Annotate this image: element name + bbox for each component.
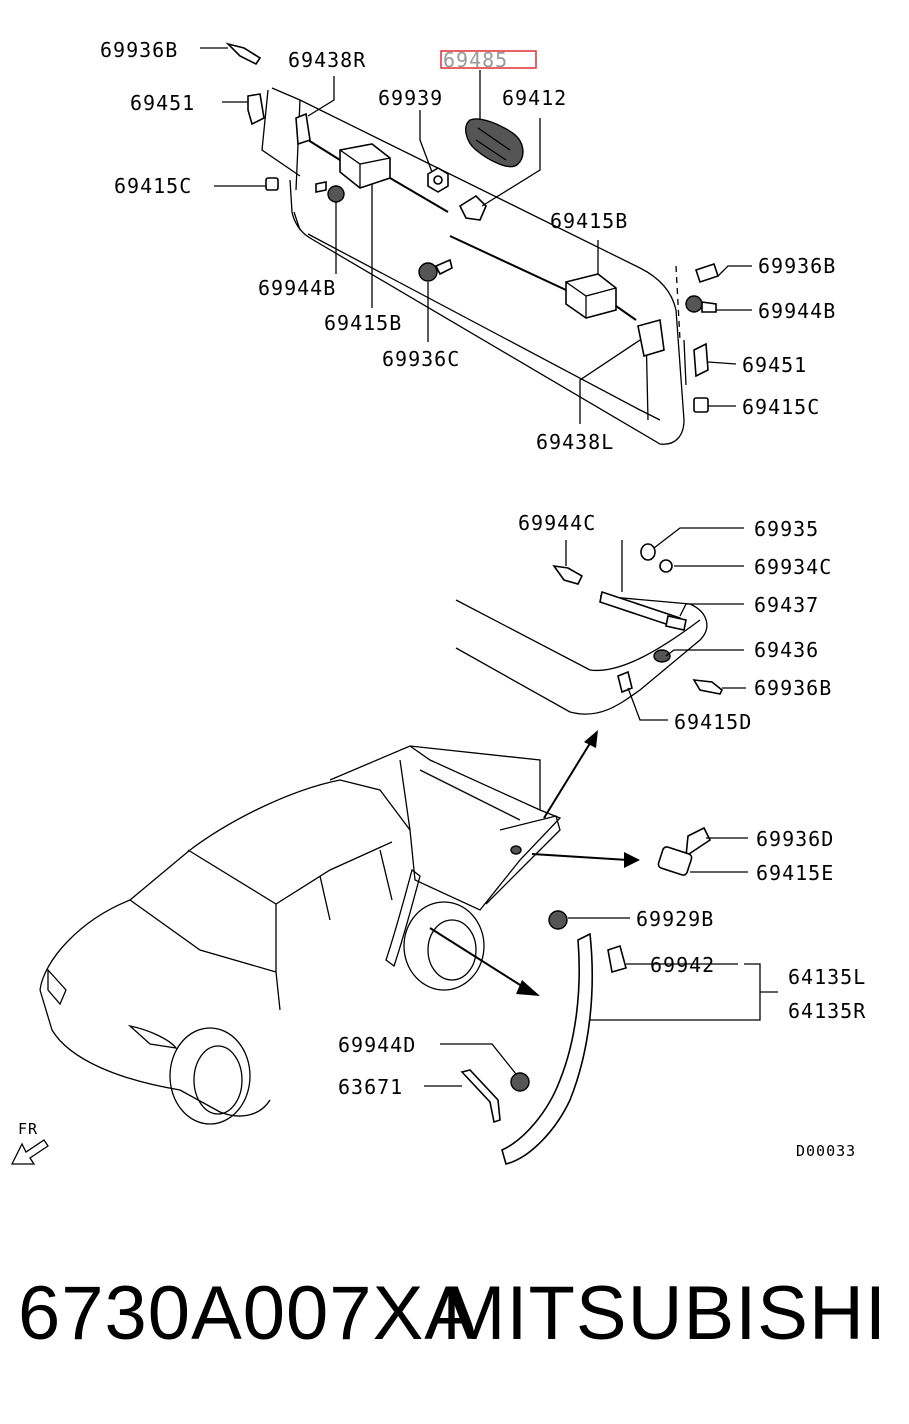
callout-69944C: 69944C (518, 511, 596, 535)
callout-69415E: 69415E (756, 861, 834, 885)
front-label: FR (18, 1120, 38, 1138)
callout-69944B-right: 69944B (758, 299, 836, 323)
callout-69436: 69436 (754, 638, 819, 662)
footer: 6730A007XA MITSUBISHI (0, 1270, 909, 1380)
highlight-box (440, 50, 537, 69)
callout-69936B-right: 69936B (758, 254, 836, 278)
top-callouts: 69936B 69438R 69485 69451 69939 69412 69… (100, 38, 836, 454)
callout-69437: 69437 (754, 593, 819, 617)
part-number: 6730A007XA (18, 1271, 476, 1356)
callout-64135R: 64135R (788, 999, 866, 1023)
callout-63671: 63671 (338, 1075, 403, 1099)
tailgate-upper-assembly (200, 42, 752, 445)
callout-69438R: 69438R (288, 48, 366, 72)
callout-69935: 69935 (754, 517, 819, 541)
callout-69944D: 69944D (338, 1033, 416, 1057)
callout-69415D: 69415D (674, 710, 752, 734)
pickup-truck-illustration (39, 730, 640, 1125)
callout-69939: 69939 (378, 86, 443, 110)
diagram-code: D00033 (796, 1142, 856, 1160)
callout-69942: 69942 (650, 953, 715, 977)
callout-69485-highlighted: 69485 (443, 48, 508, 72)
middle-callouts: 69944C 69935 69934C 69437 69436 69936B 6… (518, 511, 832, 734)
callout-69412: 69412 (502, 86, 567, 110)
callout-69934C: 69934C (754, 555, 832, 579)
callout-69936B: 69936B (100, 38, 178, 62)
callout-69438L: 69438L (536, 430, 614, 454)
callout-69415B: 69415B (550, 209, 628, 233)
callout-69936D: 69936D (756, 827, 834, 851)
callout-69944B: 69944B (258, 276, 336, 300)
lower-callouts: 69936D 69415E 69929B 69942 64135L 64135R… (18, 827, 866, 1160)
callout-69929B: 69929B (636, 907, 714, 931)
callout-69936B-mid: 69936B (754, 676, 832, 700)
callout-69936C: 69936C (382, 347, 460, 371)
tailgate-lower-assembly (455, 527, 746, 721)
callout-69451: 69451 (130, 91, 195, 115)
callout-64135L: 64135L (788, 965, 866, 989)
callout-69415C-right: 69415C (742, 395, 820, 419)
brand-name: MITSUBISHI (442, 1271, 887, 1356)
garnish-parts (424, 826, 778, 1165)
callout-69451-right: 69451 (742, 353, 807, 377)
callout-69415B-lower: 69415B (324, 311, 402, 335)
front-direction-arrow-icon (10, 1139, 49, 1165)
callout-69415C: 69415C (114, 174, 192, 198)
